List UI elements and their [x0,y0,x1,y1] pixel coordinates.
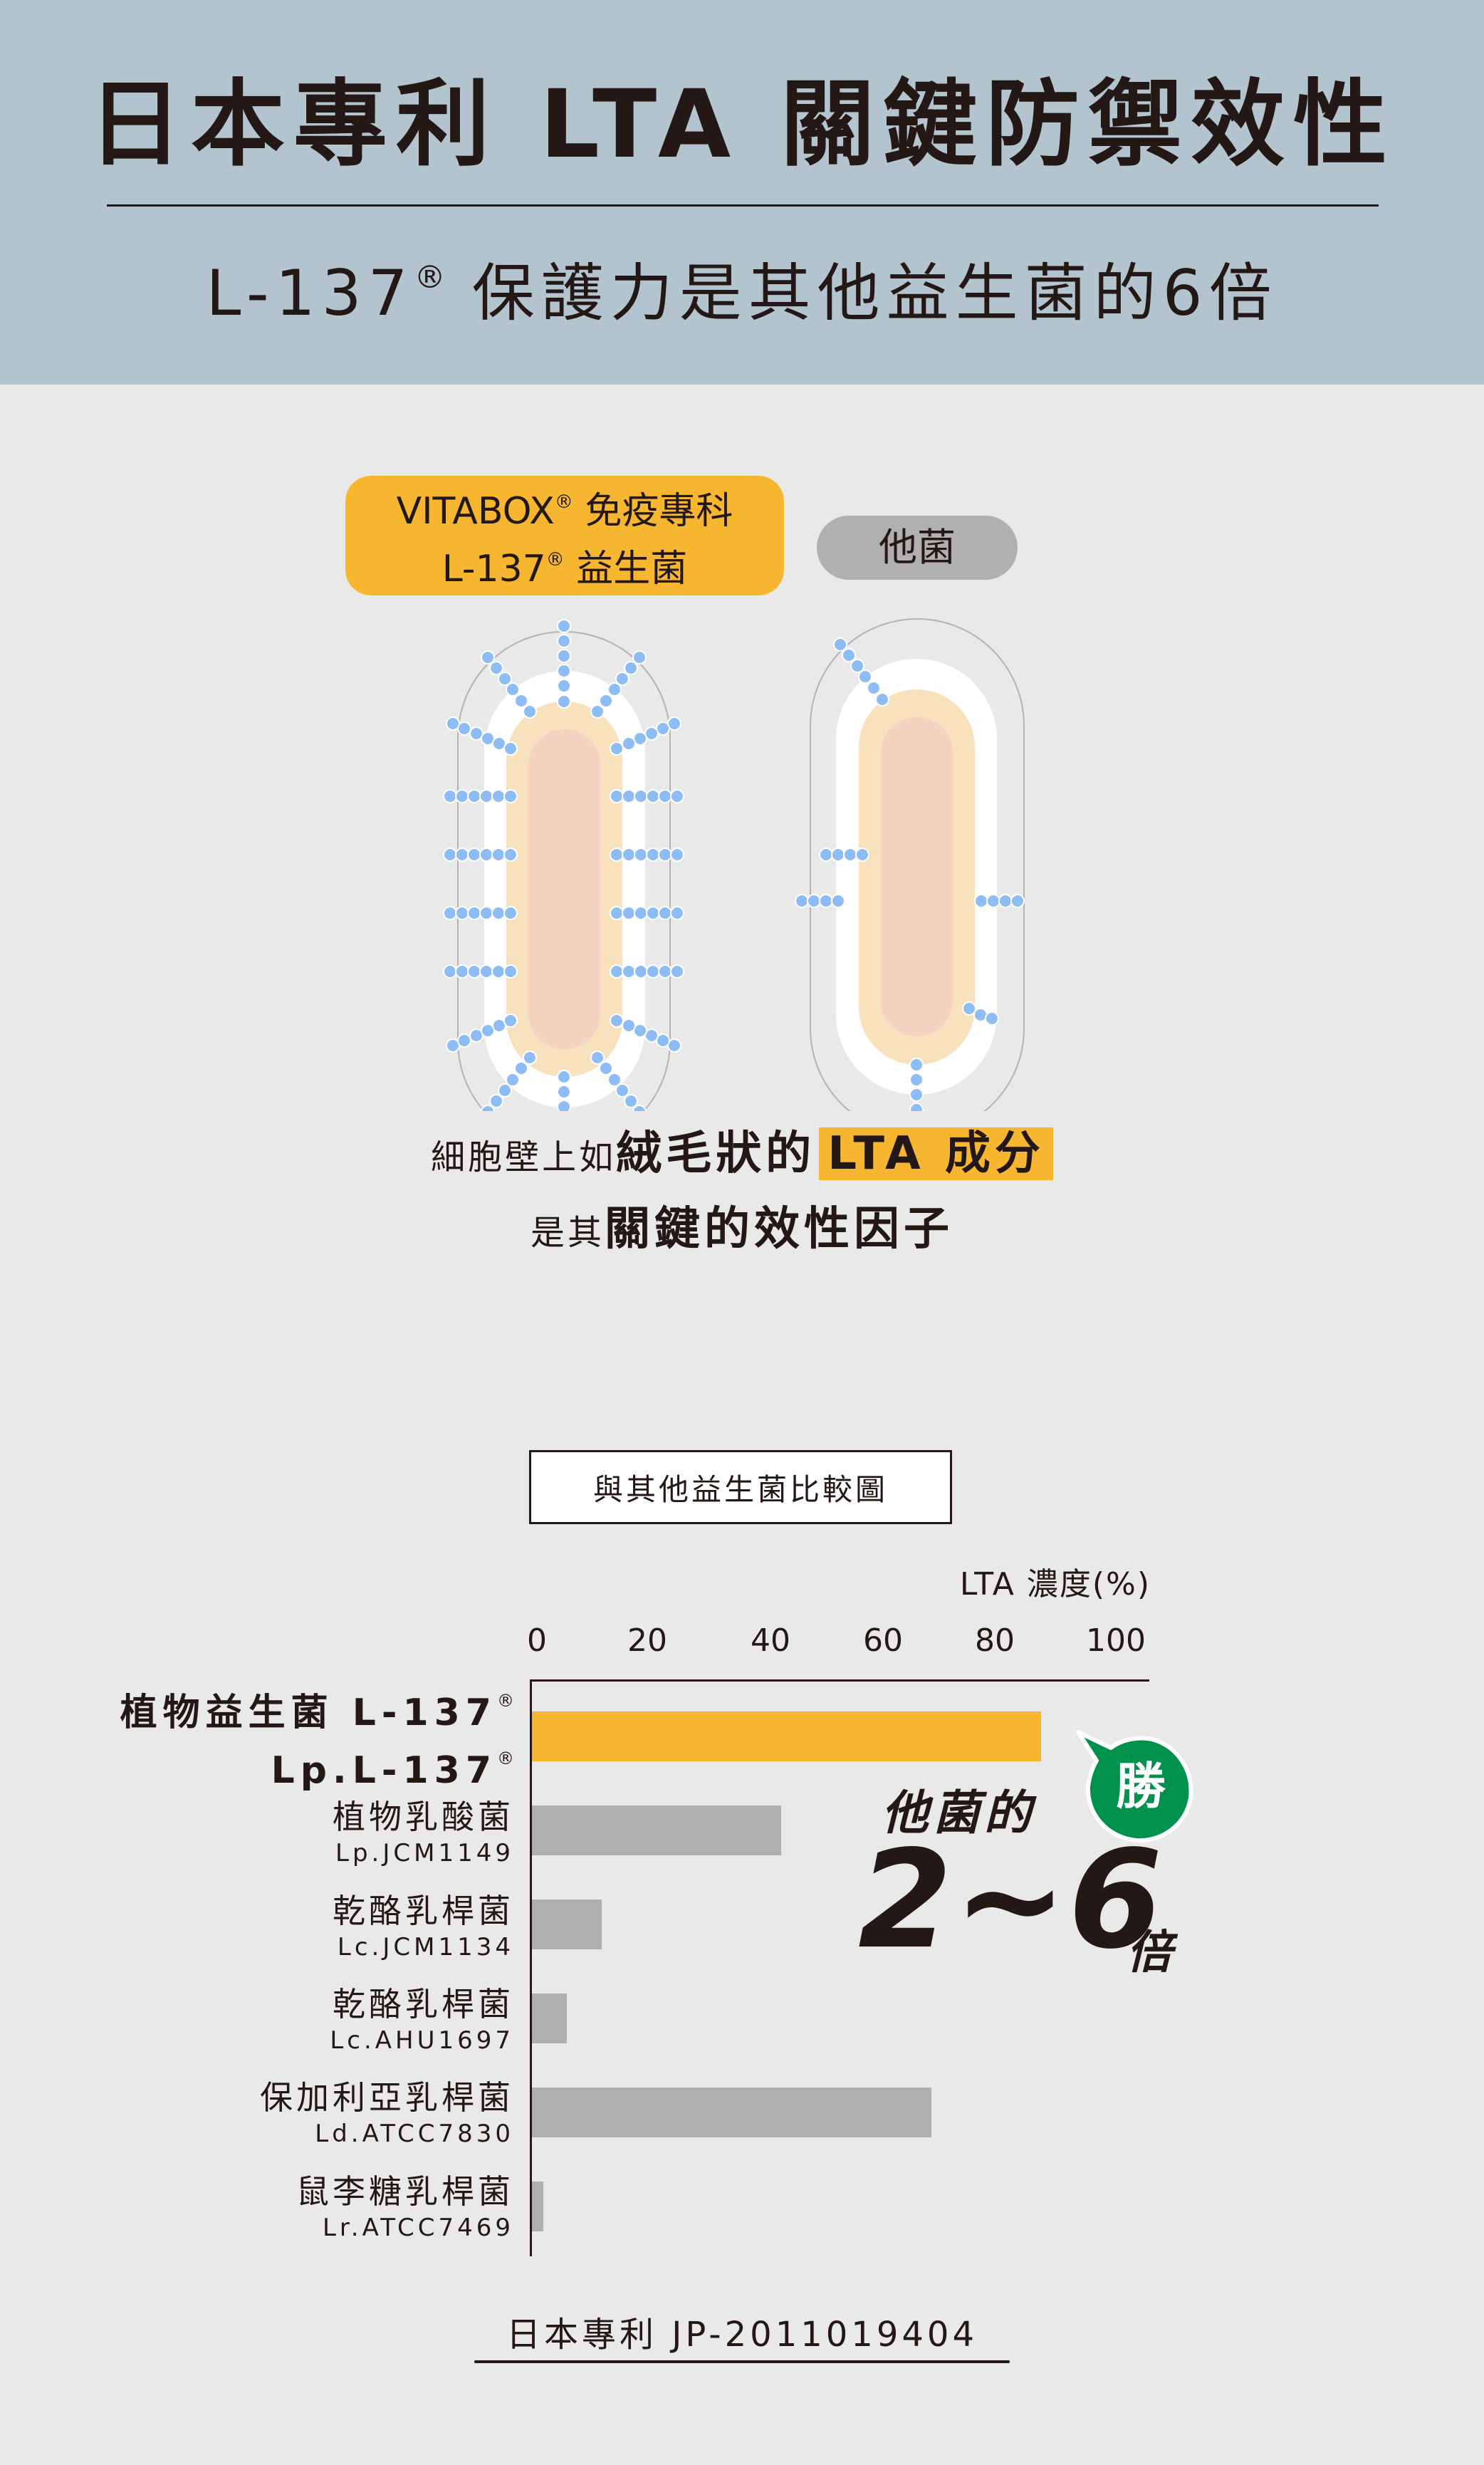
callout-prefix: 他菌的 [882,1786,1035,1840]
other-bacteria-pill: 他菌 [817,516,1018,580]
subtitle-claim: 保護力是其他益生菌的6倍 [445,256,1278,330]
bar-3 [532,1899,602,1949]
x-tick-40: 40 [751,1622,790,1659]
subtitle-strain: L-137 [206,256,414,330]
category-label-atcc7469: 鼠李糖乳桿菌 Lr.ATCC7469 [296,2172,514,2242]
category-label-jcm1149: 植物乳酸菌 Lp.JCM1149 [333,1798,514,1867]
x-axis-unit-label: LTA 濃度(%) [959,1566,1151,1602]
category-label-atcc7830: 保加利亞乳桿菌 Ld.ATCC7830 [260,2078,514,2148]
x-axis-line [530,1679,1149,1682]
bar-2 [532,1805,781,1855]
other-bacterium-icon [810,618,1025,1111]
l137-pill-line2: L-137® 益生菌 [441,548,688,590]
x-tick-20: 20 [627,1622,667,1659]
lta-highlight: LTA 成分 [819,1127,1053,1180]
page-title: 日本專利 LTA 關鍵防禦效性 [88,70,1396,179]
patent-underline [474,2360,1010,2363]
page-subtitle: L-137® 保護力是其他益生菌的6倍 [0,239,1484,333]
callout-multiplier: 2~6 [858,1821,1164,1979]
bar-1 [532,1711,1041,1761]
y-axis-line [530,1679,532,2256]
x-tick-100: 100 [1086,1622,1146,1659]
chart-title: 與其他益生菌比較圖 [529,1450,952,1524]
bar-4 [532,1994,567,2043]
l137-lta-dots [443,619,684,1111]
win-badge-text: 勝 [1116,1757,1166,1815]
bar-5 [532,2088,931,2137]
category-label-ahu1697: 乾酪乳桿菌 Lc.AHU1697 [330,1985,514,2055]
caption-line-1: 細胞壁上如絨毛狀的 LTA 成分 [0,1122,1484,1197]
title-divider [107,204,1379,207]
win-speech-bubble-icon: 勝 [1076,1730,1193,1843]
lta-caption: 細胞壁上如絨毛狀的 LTA 成分 是其關鍵的效性因子 [0,1122,1484,1273]
patent-number: 日本專利 JP-2011019404 [506,2315,978,2355]
x-tick-0: 0 [527,1622,547,1659]
x-tick-60: 60 [863,1622,903,1659]
registered-mark: ® [414,259,446,296]
l137-pill-line1: VITABOX® 免疫專科 [396,490,733,533]
other-lta-dots [795,637,1025,1111]
bacteria-comparison-illustration [443,618,1025,1111]
header-banner: 日本專利 LTA 關鍵防禦效性 L-137® 保護力是其他益生菌的6倍 [0,0,1484,385]
category-label-l137: 植物益生菌 L-137® Lp.L-137® [120,1691,514,1792]
l137-label-pill: VITABOX® 免疫專科 L-137® 益生菌 [345,476,784,595]
bar-6 [532,2182,543,2231]
category-label-jcm1134: 乾酪乳桿菌 Lc.JCM1134 [333,1892,514,1961]
caption-line-2: 是其關鍵的效性因子 [530,1203,953,1256]
x-tick-80: 80 [975,1622,1015,1659]
callout-suffix: 倍 [1127,1927,1172,1979]
l137-bacterium-icon [457,631,671,1111]
